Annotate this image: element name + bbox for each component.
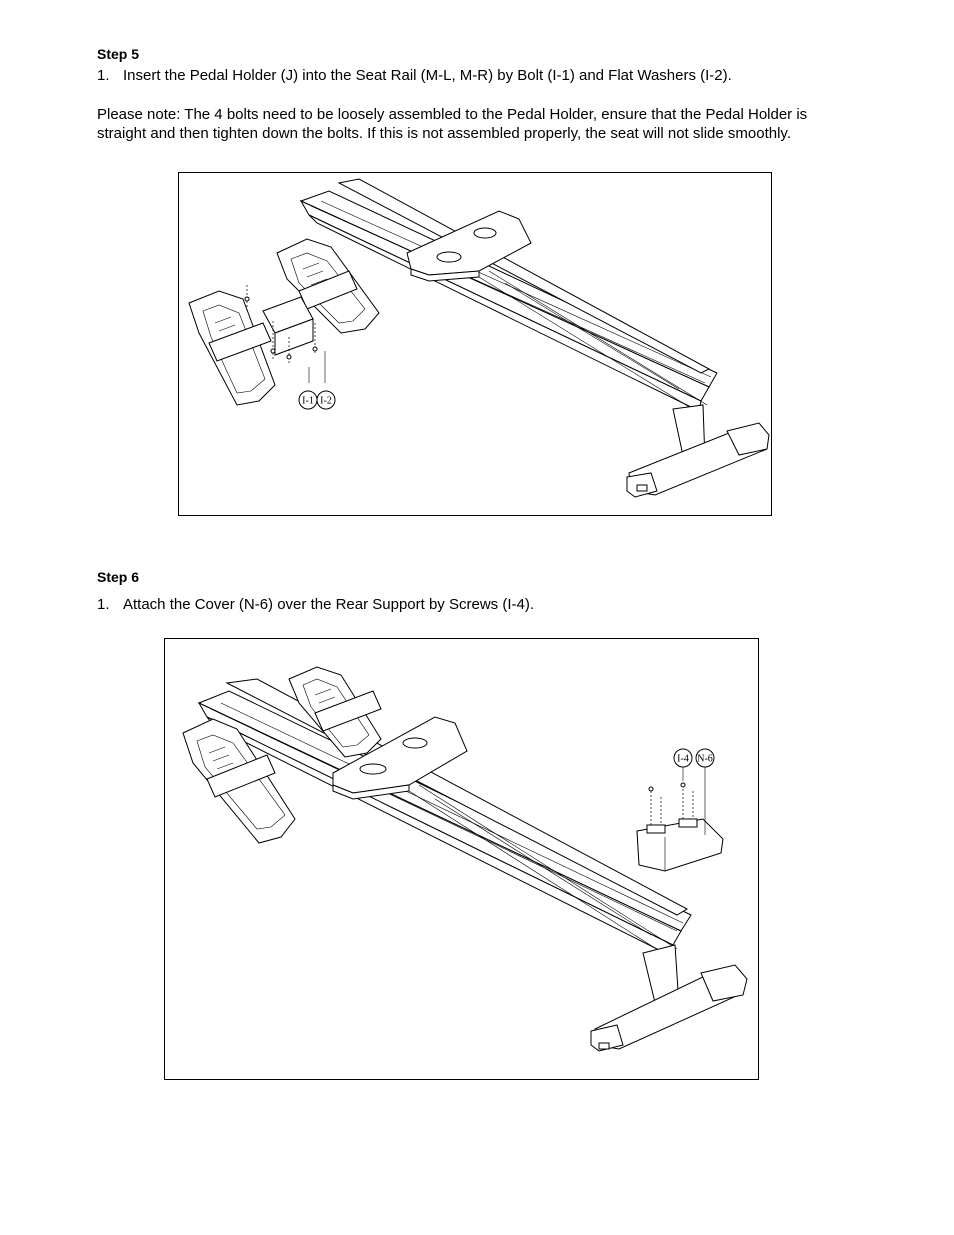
step6-instruction: 1. Attach the Cover (N-6) over the Rear S… xyxy=(97,595,534,614)
step6-item-text: Attach the Cover (N-6) over the Rear Sup… xyxy=(123,596,534,613)
callout-n6: N-6 xyxy=(695,748,715,768)
callout-i1-label: I-1 xyxy=(302,396,314,407)
callout-i1: I-1 xyxy=(298,390,318,410)
cover xyxy=(636,782,724,872)
footplate-left xyxy=(182,718,296,844)
seat-rail xyxy=(299,178,718,412)
step6-illustration: I-4 N-6 xyxy=(182,666,748,1052)
step6-heading: Step 6 xyxy=(97,569,140,585)
step5-heading: Step 5 xyxy=(97,46,140,62)
step5-note: Please note: The 4 bolts need to be loos… xyxy=(97,106,808,142)
lower-track xyxy=(478,270,708,414)
rear-support xyxy=(626,404,770,498)
callout-i4-label: I-4 xyxy=(677,754,689,765)
step5-diagram: I-1 I-2 xyxy=(178,172,772,516)
callout-i2-label: I-2 xyxy=(320,396,332,407)
callout-i4: I-4 xyxy=(673,748,693,768)
lower-track xyxy=(408,784,678,958)
step5-item-text: Insert the Pedal Holder (J) into the Sea… xyxy=(123,67,732,84)
seat xyxy=(332,716,468,800)
step6-item-number: 1. xyxy=(97,596,110,613)
rear-support xyxy=(590,944,748,1052)
step5-item-number: 1. xyxy=(97,67,110,84)
pedal-holder xyxy=(244,285,318,363)
footplate-right xyxy=(276,238,380,334)
step5-instruction: 1. Insert the Pedal Holder (J) into the S… xyxy=(97,66,732,85)
step5-illustration: I-1 I-2 xyxy=(188,178,770,498)
callout-n6-label: N-6 xyxy=(697,754,713,765)
callout-i2: I-2 xyxy=(316,390,336,410)
step6-diagram: I-4 N-6 xyxy=(164,638,759,1080)
footplate-right xyxy=(288,666,382,758)
footplate-left xyxy=(188,290,276,406)
